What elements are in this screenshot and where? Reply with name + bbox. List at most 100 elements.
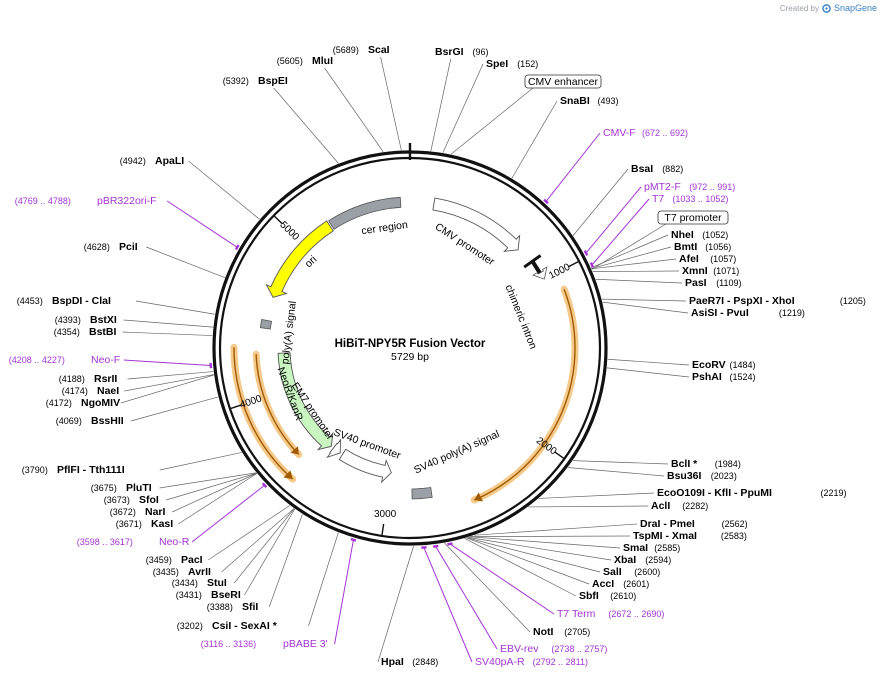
cer-region-feature — [328, 196, 402, 230]
site-position: (1205) — [840, 296, 866, 306]
site-ngomiv: (4172)NgoMIV — [46, 397, 120, 409]
site-leader-afei — [591, 258, 677, 270]
primer-leader-pmt2-f — [585, 186, 642, 254]
primer-position: (972 .. 991) — [689, 182, 735, 192]
bp-tick-2000 — [554, 451, 564, 459]
site-leader-avrii — [221, 508, 295, 573]
orf-reverse-2-arrowhead — [290, 446, 299, 455]
site-position: (2583) — [721, 531, 747, 541]
boxed-label-cmv-enhancer: CMV enhancer — [524, 74, 602, 89]
site-leader-sfii — [268, 514, 303, 608]
site-name: BspEI — [258, 75, 288, 87]
site-name: Bsu36I — [667, 470, 702, 482]
site-leader-noti — [444, 542, 531, 633]
site-leader-stui — [233, 508, 295, 584]
site-position: (3672) — [110, 507, 136, 517]
site-name: BmtI — [674, 241, 697, 253]
site-bsu36i: Bsu36I(2023) — [667, 470, 737, 482]
site-leader-bsshii — [130, 396, 219, 422]
bp-tick-1000 — [568, 261, 579, 268]
site-position: (2705) — [564, 627, 590, 637]
site-position: (1109) — [716, 278, 741, 288]
site-leader-bspdi-clai — [135, 300, 215, 315]
primer-pbr322ori-f: (4769 .. 4788)pBR322ori-F — [15, 195, 157, 207]
site-name: SfoI — [139, 494, 159, 506]
site-position: (2219) — [821, 488, 847, 498]
site-position: (4188) — [59, 374, 85, 384]
ori-feature — [265, 220, 334, 298]
site-position: (3434) — [172, 578, 198, 588]
site-tspmi-xmai: TspMI - XmaI(2583) — [633, 530, 747, 542]
primer-position: (672 .. 692) — [642, 128, 688, 138]
site-pluti: (3675)PluTI — [91, 482, 152, 494]
site-pshai: PshAI(1524) — [692, 371, 756, 383]
primer-cmv-f: CMV-F(672 .. 692) — [603, 127, 688, 139]
site-sfoi: (3673)SfoI — [104, 494, 159, 506]
site-leader-xmni — [592, 270, 680, 272]
primer-name: SV40pA-R — [475, 656, 525, 668]
cmv-promoter-feature — [432, 197, 521, 252]
primer-mark-pbabe-3 — [350, 537, 357, 542]
site-leader-pluti — [159, 472, 257, 489]
orf-forward-arrowhead — [474, 492, 483, 502]
primer-leader-neo-r — [191, 484, 265, 543]
primer-position: (4208 .. 4227) — [9, 355, 65, 365]
site-leader-tspmi-xmai — [470, 535, 631, 537]
watermark-brand: SnapGene — [833, 3, 877, 13]
site-position: (2610) — [610, 591, 636, 601]
site-name: EcoO109I - KflI - PpuMI — [657, 487, 772, 499]
site-name: BssHII — [91, 415, 124, 427]
site-leader-csii-sexai — [308, 532, 339, 627]
site-rsrii: (4188)RsrII — [59, 373, 118, 385]
site-pasi: PasI(1109) — [685, 277, 742, 289]
site-name: XmnI — [682, 265, 708, 277]
bp-tick-3000 — [381, 523, 385, 536]
primer-name: Neo-R — [159, 536, 190, 548]
sv40-poly-a-signal-label: SV40 poly(A) signal — [412, 428, 501, 476]
site-position: (3675) — [91, 483, 117, 493]
site-position: (2562) — [722, 519, 748, 529]
site-kasi: (3671)KasI — [116, 518, 173, 530]
site-paci: (3459)PacI — [146, 554, 203, 566]
site-position: (5392) — [223, 76, 249, 86]
site-position: (4174) — [62, 386, 88, 396]
site-naei: (4174)NaeI — [62, 385, 119, 397]
site-scai: (5689)ScaI — [333, 44, 390, 56]
primer-mark-cmv-f — [543, 198, 549, 205]
site-leader-apali — [188, 160, 260, 220]
site-name: SmaI — [623, 542, 648, 554]
site-position: (2600) — [634, 567, 660, 577]
site-position: (1484) — [730, 360, 756, 370]
primer-leader-t7-term — [449, 543, 555, 615]
site-acci: AccI(2601) — [592, 578, 649, 590]
site-name: BsaI — [631, 163, 653, 175]
site-position: (5605) — [277, 56, 303, 66]
site-name: AclI — [651, 500, 670, 512]
primer-t7: T7(1033 .. 1052) — [652, 193, 728, 205]
site-leader-paci — [208, 505, 291, 561]
site-leader-hpai — [377, 545, 414, 663]
site-leader-drai-pmei — [474, 523, 638, 536]
site-sbfi: SbfI(2610) — [579, 590, 636, 602]
primer-ebv-rev: EBV-rev(2738 .. 2757) — [500, 643, 607, 655]
site-leader-mlui — [324, 67, 384, 153]
snapgene-watermark: Created by SnapGene — [780, 3, 877, 13]
site-bseri: (3431)BseRI — [176, 589, 241, 601]
site-position: (3459) — [146, 555, 172, 565]
site-bstbi: (4354)BstBI — [54, 326, 117, 338]
site-name: BstXI — [90, 314, 117, 326]
poly-a-signal-feature — [259, 319, 273, 330]
site-leader-bsu36i — [567, 467, 665, 477]
primer-position: (3116 .. 3136) — [201, 639, 256, 649]
chimeric-intron-feature — [530, 260, 543, 275]
site-bsai: BsaI(882) — [631, 163, 683, 175]
primer-leader-pbr322ori-f — [166, 200, 238, 248]
site-leader-paer7i-pspxi-xhoi — [601, 298, 687, 302]
label-layer: BsrGI(96)SpeI(152)SnaBI(493)BsaI(882)Nhe… — [9, 44, 866, 668]
site-ecorv: EcoRV(1484) — [692, 359, 756, 371]
primer-name: pMT2-F — [644, 181, 681, 193]
site-name: NheI — [671, 229, 694, 241]
leader-lines — [120, 56, 690, 663]
primer-pbabe-3: (3116 .. 3136)pBABE 3' — [201, 638, 328, 650]
